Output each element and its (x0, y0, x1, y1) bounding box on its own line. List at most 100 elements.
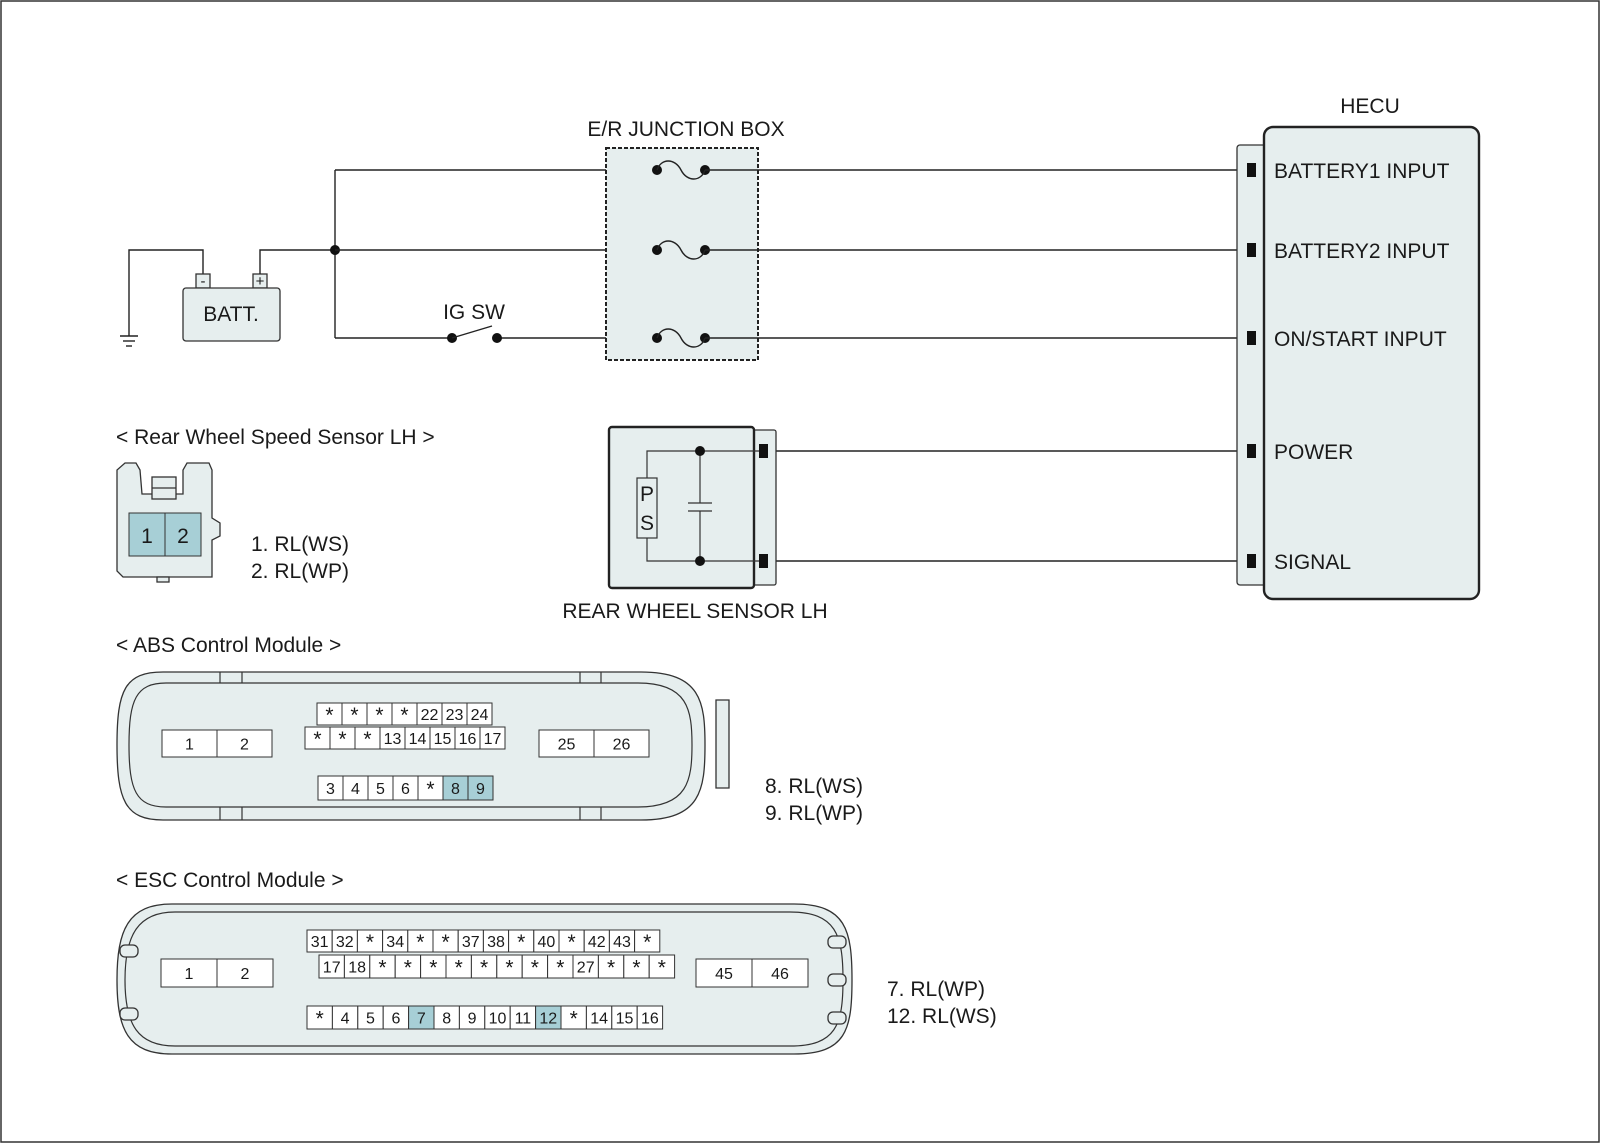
esc-connector-legend: 7. RL(WP) (887, 978, 985, 1001)
connector-pin (367, 775, 394, 801)
hecu-body (1262, 125, 1481, 601)
sensor-connector-legend: 1. RL(WS) (251, 533, 349, 556)
connector-pin-label: 1 (185, 737, 194, 754)
connector-pin-label: * (570, 1008, 578, 1031)
connector-pin-label: * (632, 957, 640, 980)
ps-label-s: S (640, 512, 654, 535)
esc-connector-legend: 12. RL(WS) (887, 1005, 997, 1028)
connector-pin (634, 929, 661, 953)
connector-pin-label: * (378, 957, 386, 980)
connector-pin-label: * (338, 728, 346, 751)
battery-plus-label: + (256, 273, 265, 290)
ps-label-p: P (640, 483, 654, 506)
fuse-icon (652, 328, 710, 348)
ig-switch: IG SW (443, 301, 505, 343)
connector-pin-label: 1 (141, 525, 153, 548)
connector-pin-label: * (568, 931, 576, 954)
connector-pin (164, 512, 202, 557)
junction-box-label: E/R JUNCTION BOX (587, 118, 784, 141)
connector-pin-label: 1 (185, 966, 194, 983)
connector-pin-label: * (455, 957, 463, 980)
connector-pin-label: 9 (476, 781, 485, 798)
sensor-connector-key (156, 576, 170, 583)
junction-box: E/R JUNCTION BOX (587, 118, 785, 361)
connector-pin-label: * (517, 931, 525, 954)
sensor-connector-title: < Rear Wheel Speed Sensor LH > (116, 426, 435, 449)
connector-pin (695, 958, 753, 988)
sensor-connector-view: < Rear Wheel Speed Sensor LH > 1 2 1. RL… (116, 426, 435, 583)
connector-pin-label: 27 (577, 960, 595, 977)
connector-pin (466, 702, 493, 726)
connector-pin (216, 729, 273, 758)
fuse-icon (652, 160, 710, 180)
hecu-connector (1236, 144, 1268, 586)
rear-wheel-sensor-label: REAR WHEEL SENSOR LH (562, 600, 827, 623)
connector-pin-label: 12 (539, 1011, 557, 1028)
connector-pin-label: * (531, 957, 539, 980)
connector-pin-label: 14 (590, 1011, 608, 1028)
connector-pin (442, 775, 469, 801)
connector-pin-label: 2 (240, 737, 249, 754)
power-wires (330, 169, 657, 339)
connector-pin-label: * (429, 957, 437, 980)
connector-pin-label: 14 (409, 731, 427, 748)
sensor-connector-legend: 2. RL(WP) (251, 560, 349, 583)
hecu-on-start-input: ON/START INPUT (1274, 328, 1447, 351)
junction-box-body (605, 147, 759, 361)
connector-pin-label: * (505, 957, 513, 980)
connector-pin-label: 16 (459, 731, 477, 748)
connector-pin-label: 5 (366, 1011, 375, 1028)
connector-pin-label: * (658, 957, 666, 980)
connector-pin-label: 37 (462, 934, 480, 951)
connector-pin-label: 31 (311, 934, 329, 951)
connector-pin-label: 24 (471, 707, 489, 724)
connector-pin-label: * (350, 704, 358, 727)
connector-pin-label: 9 (468, 1011, 477, 1028)
connector-pin-label: * (366, 931, 374, 954)
abs-connector-legend: 9. RL(WP) (765, 802, 863, 825)
connector-pin-label: * (404, 957, 412, 980)
connector-pin-label: 10 (489, 1011, 507, 1028)
connector-pin (128, 512, 166, 557)
connector-pin-label: 18 (348, 960, 366, 977)
hecu-power: POWER (1274, 441, 1353, 464)
abs-connector-legend: 8. RL(WS) (765, 775, 863, 798)
connector-pin-label: * (480, 957, 488, 980)
connector-pin-label: 8 (451, 781, 460, 798)
connector-pin-label: 17 (484, 731, 502, 748)
connector-pin-label: * (400, 704, 408, 727)
connector-pin-label: 4 (351, 781, 360, 798)
connector-pin-label: * (556, 957, 564, 980)
abs-connector-flange (715, 699, 730, 789)
connector-pin-label: 46 (771, 966, 789, 983)
connector-pin (216, 958, 274, 988)
connector-pin-label: 32 (336, 934, 354, 951)
connector-pin-label: 11 (515, 1011, 532, 1028)
connector-pin-label: 13 (384, 731, 402, 748)
connector-pin (317, 775, 344, 801)
connector-pin-label: * (375, 704, 383, 727)
connector-pin-label: * (643, 931, 651, 954)
abs-connector-title: < ABS Control Module > (116, 634, 341, 657)
connector-pin-label: 15 (434, 731, 452, 748)
connector-pin-label: 4 (341, 1011, 350, 1028)
connector-pin (479, 726, 506, 750)
connector-pin-label: * (442, 931, 450, 954)
connector-pin-label: 25 (558, 737, 576, 754)
ground-icon (120, 335, 138, 347)
battery-positive-wire (259, 249, 335, 274)
connector-pin (160, 958, 218, 988)
ground-wire (128, 249, 204, 336)
connector-pin-label: 8 (442, 1011, 451, 1028)
hecu-input-wires (705, 169, 1250, 562)
connector-pin-label: 2 (177, 525, 189, 548)
connector-pin-label: * (316, 1008, 324, 1031)
connector-pin-label: * (416, 931, 424, 954)
connector-pin (538, 729, 595, 758)
connector-pin-label: * (313, 728, 321, 751)
connector-pin-label: 6 (401, 781, 410, 798)
